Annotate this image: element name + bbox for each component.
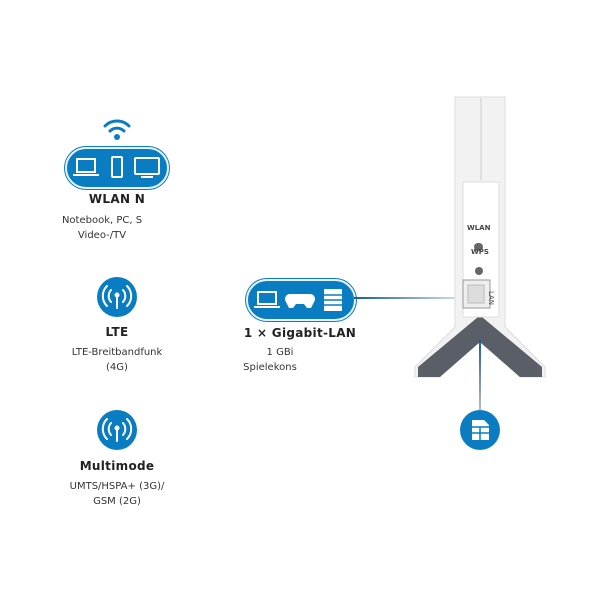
lan-desc-2: Spielekons [243, 362, 297, 373]
multimode-desc-2: GSM (2G) [93, 496, 141, 507]
sim-card-icon [472, 420, 489, 440]
multimode-desc-1: UMTS/HSPA+ (3G)/ [69, 481, 165, 492]
wlan-desc-2: Video-/TV [77, 230, 127, 241]
lan-port-label: LAN [487, 290, 496, 306]
wifi-icon [103, 119, 131, 140]
lan-desc-1: 1 GBi [266, 347, 294, 358]
lte-desc-1: LTE-Breitbandfunk [71, 347, 163, 358]
sim-badge [460, 410, 500, 450]
wlan-devices-badge [65, 147, 169, 189]
lte-desc-2: (4G) [106, 362, 128, 373]
wps-button-label: WPS [471, 248, 489, 256]
wlan-desc-1: Notebook, PC, S [61, 215, 143, 226]
lte-title: LTE [105, 325, 129, 339]
lan-devices-icon [254, 289, 342, 311]
antenna-icon [101, 418, 133, 442]
wlan-button-label: WLAN [467, 224, 491, 232]
router-device [414, 96, 546, 378]
lan-devices-badge [246, 279, 356, 321]
lan-title: 1 × Gigabit-LAN [243, 326, 357, 340]
multimode-title: Multimode [79, 459, 155, 473]
wlan-title: WLAN N [88, 192, 146, 206]
lan-connector-line [354, 297, 458, 299]
sim-connector-line [479, 340, 481, 410]
wlan-button[interactable] [474, 243, 482, 251]
wifi-devices-icon [73, 156, 160, 178]
multimode-badge [97, 410, 137, 450]
lte-badge [97, 277, 137, 317]
antenna-icon [101, 285, 133, 309]
